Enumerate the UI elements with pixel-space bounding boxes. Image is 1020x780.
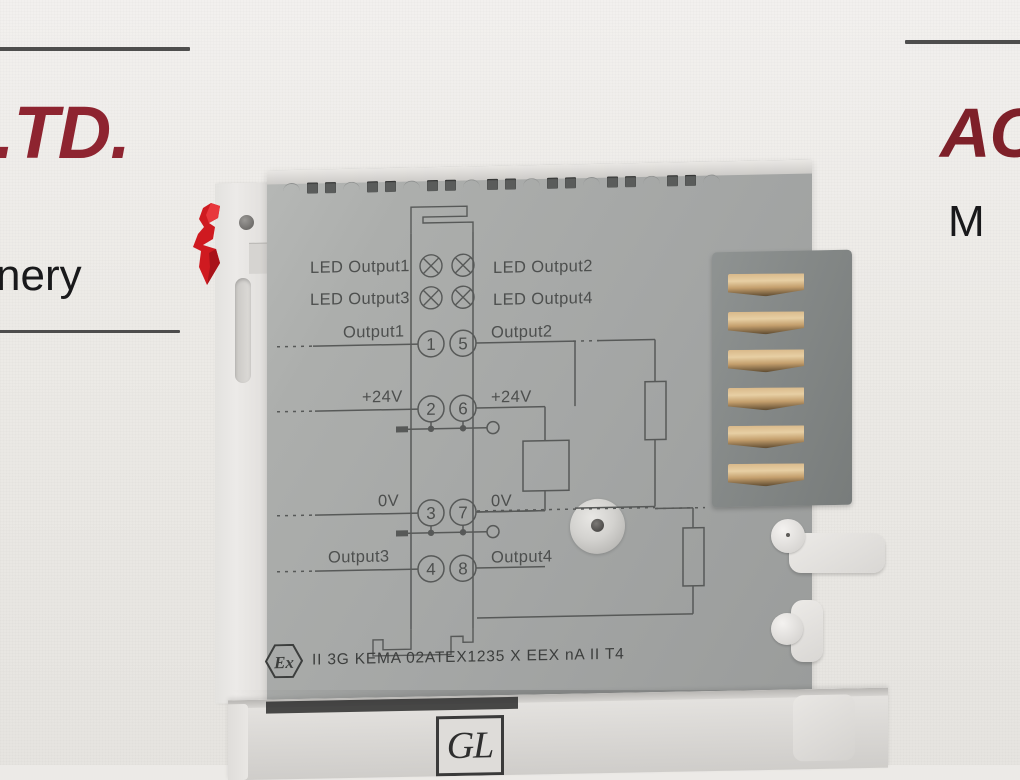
gl-certification-badge: GL: [436, 715, 504, 776]
face-boss: [570, 498, 625, 554]
vent-arc: [463, 179, 480, 189]
rail-mounting-hole: [239, 215, 254, 230]
backdrop-brand-text-left: .TD.: [0, 96, 130, 170]
backdrop-rule-lower-left: [0, 330, 180, 333]
gold-contact: [728, 463, 804, 487]
vent-slot: [547, 178, 558, 189]
vent-slot: [667, 175, 678, 186]
vent-slot: [625, 176, 636, 187]
vent-slot: [487, 179, 498, 190]
vent-slot: [607, 176, 618, 187]
interlock-knob-lower: [771, 613, 803, 645]
vent-arc: [343, 182, 360, 192]
interlock-knob-upper: [771, 519, 805, 553]
vent-slot: [445, 180, 456, 191]
gold-contact: [728, 273, 804, 297]
backdrop-word-left: nery: [0, 254, 82, 298]
gold-contact-panel: [712, 250, 852, 508]
vent-arc: [583, 177, 600, 187]
ex-hexagon-icon: Ex: [265, 644, 303, 679]
vent-slot: [685, 175, 696, 186]
vent-slot: [307, 182, 318, 193]
gold-contact: [728, 387, 804, 411]
backdrop-rule-right: [905, 40, 1020, 44]
lower-module-left-rail: [228, 704, 248, 780]
module-interlock-tabs: [771, 505, 886, 705]
backdrop-word-right: M: [948, 200, 985, 244]
gold-contact: [728, 349, 804, 373]
gold-contact: [728, 311, 804, 335]
vent-arc: [703, 174, 720, 184]
vent-arc: [403, 180, 420, 190]
vent-arc: [643, 176, 660, 186]
vent-slot: [325, 182, 336, 193]
atex-marking: Ex II 3G KEMA 02ATEX1235 X EEX nA II T4: [265, 637, 625, 680]
vent-slot: [367, 181, 378, 192]
vent-slot: [385, 181, 396, 192]
lower-module-interlock-tab: [793, 694, 855, 761]
backdrop-brand-text-right: AC: [940, 98, 1020, 168]
vent-arc: [283, 183, 300, 193]
atex-marking-text: II 3G KEMA 02ATEX1235 X EEX nA II T4: [312, 646, 625, 670]
gold-contact: [728, 425, 804, 449]
rail-slot: [235, 278, 251, 383]
io-module: [215, 165, 880, 705]
vent-slot: [427, 180, 438, 191]
io-module-lower: GL: [228, 688, 888, 780]
vent-slot: [505, 178, 516, 189]
vent-arc: [523, 178, 540, 188]
release-clip-icon[interactable]: [189, 201, 227, 293]
backdrop-rule-left: [0, 47, 190, 51]
ex-label: Ex: [273, 653, 294, 672]
vent-slot: [565, 177, 576, 188]
